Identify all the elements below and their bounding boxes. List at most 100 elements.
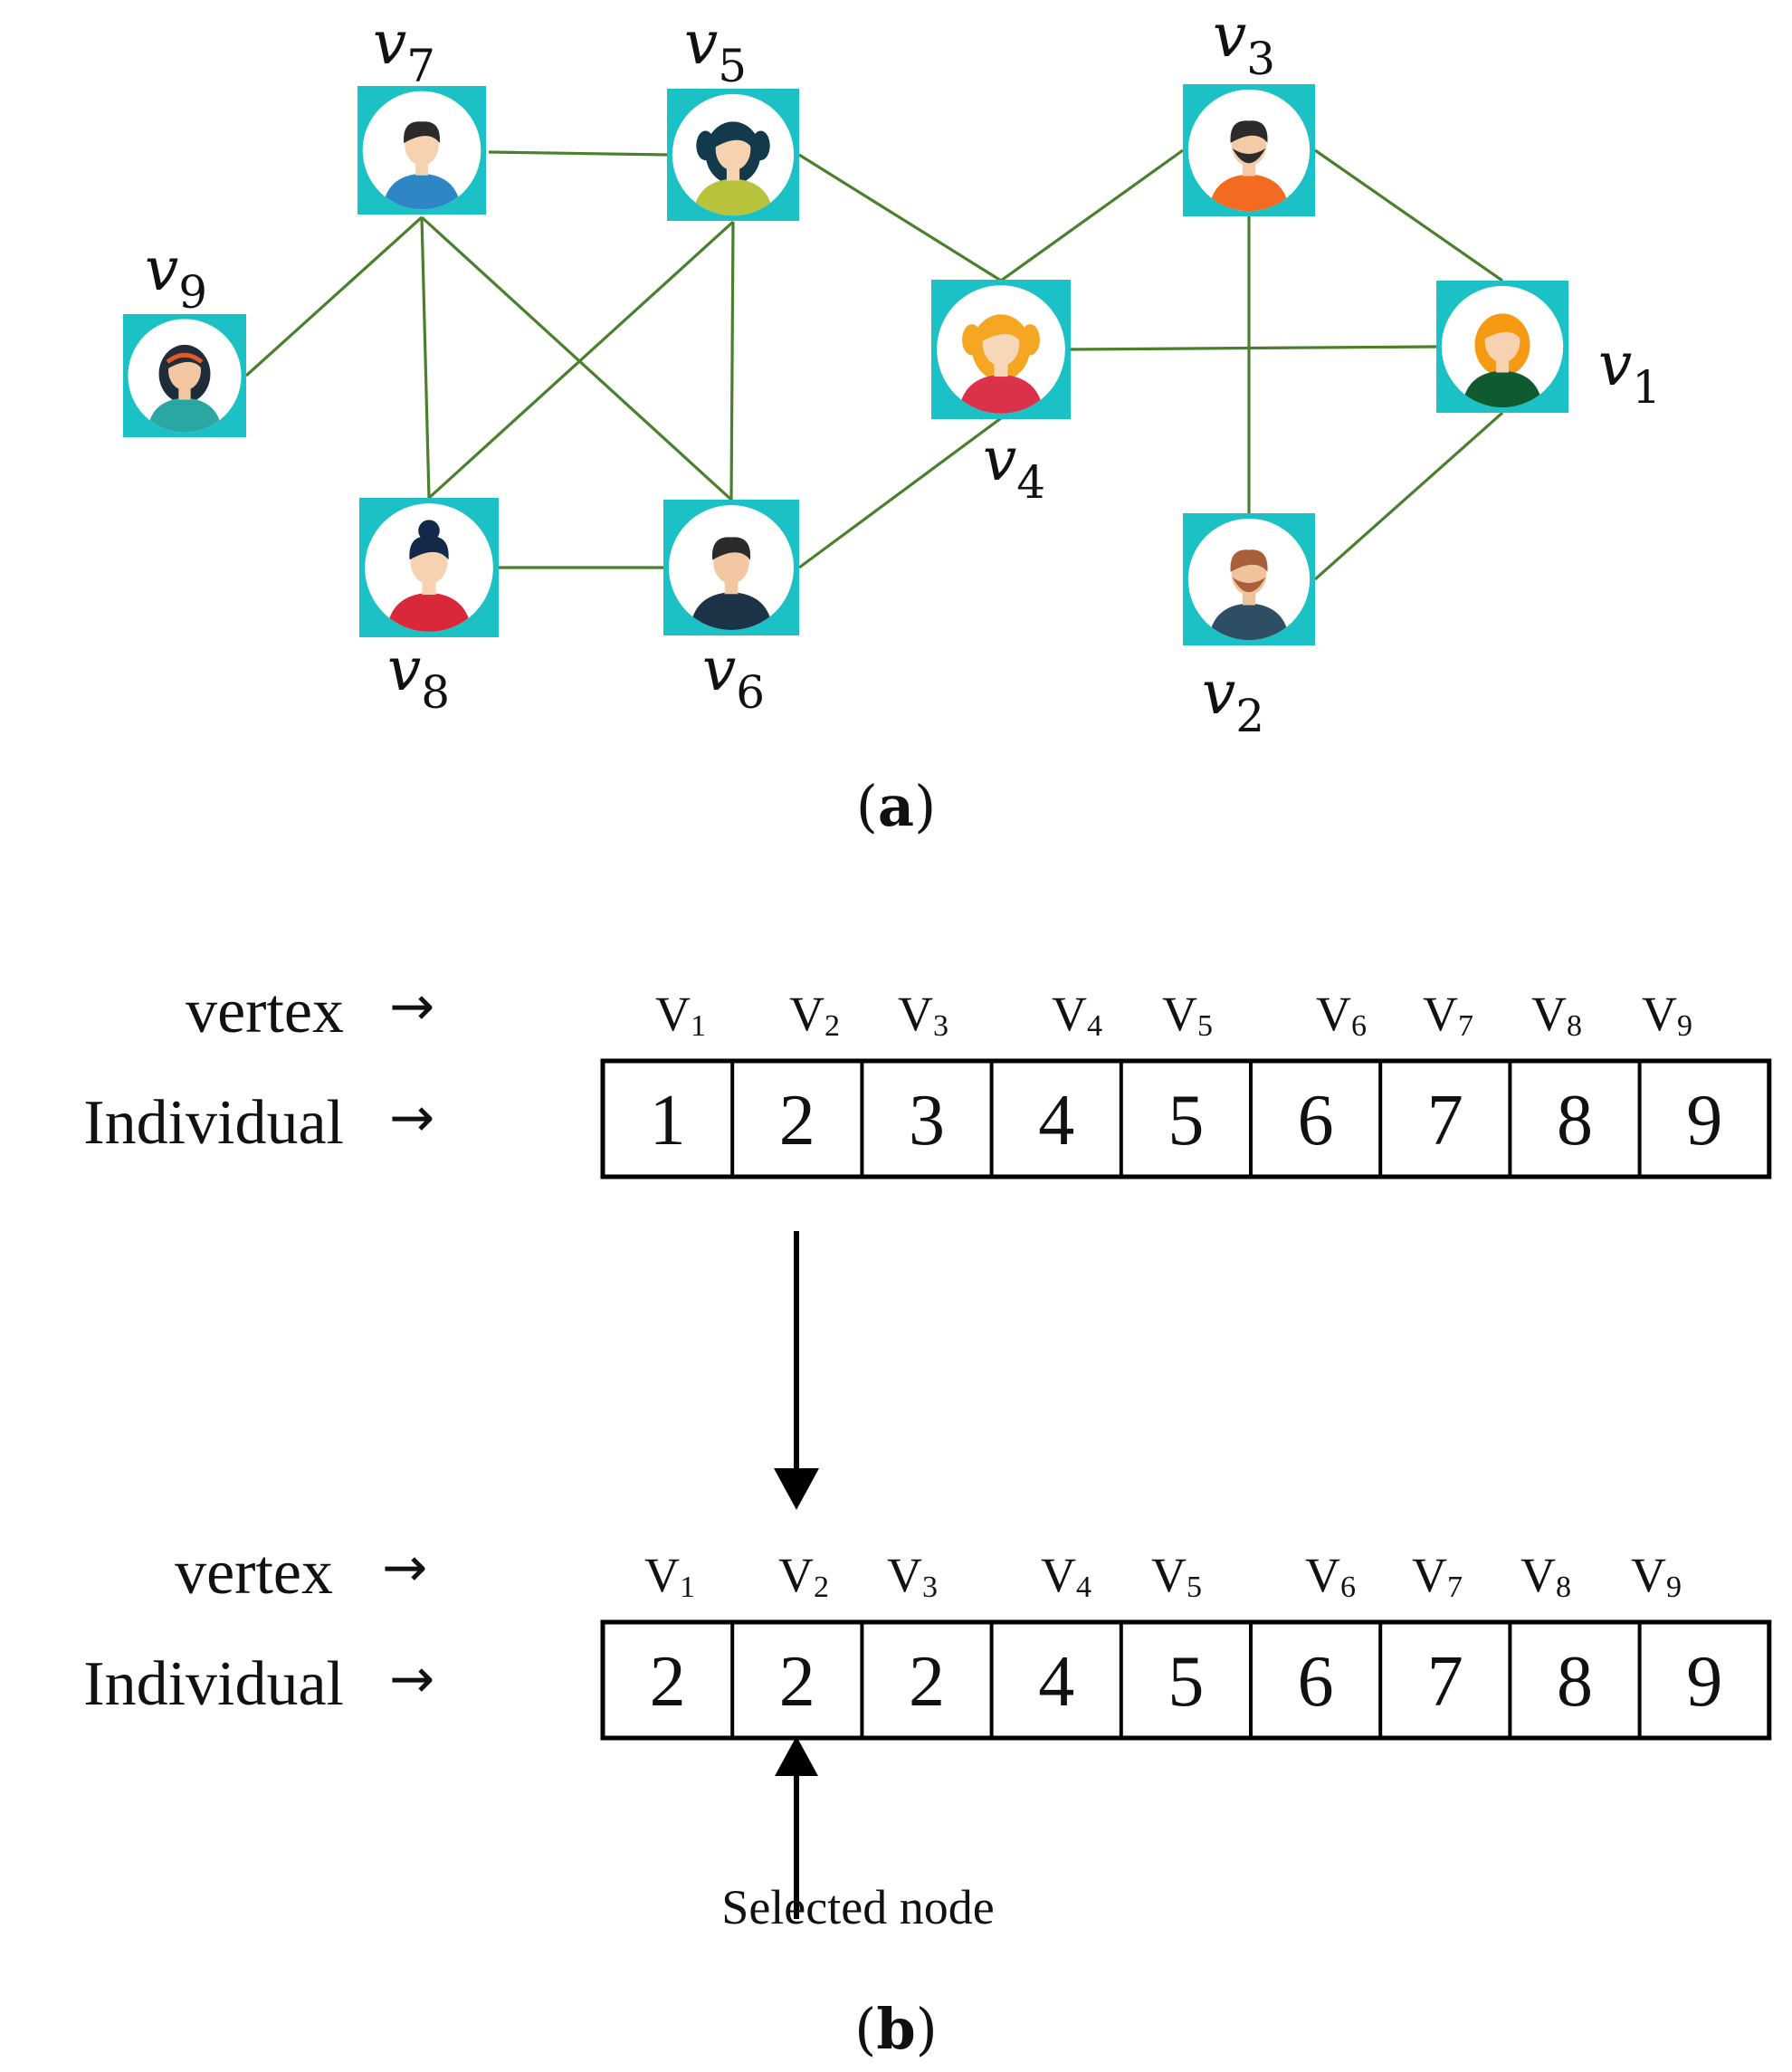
person-woman-orange-hair-green-top-icon <box>1462 313 1543 408</box>
row-label-vertex-bottom: vertex <box>175 1538 333 1608</box>
array-cell-6: 6 <box>1298 1081 1334 1160</box>
node-v1 <box>1436 281 1568 413</box>
vertex-header-8: V8 <box>1520 1548 1571 1604</box>
array-border <box>600 1619 1772 1741</box>
vertex-header-5: V5 <box>1151 1548 1202 1604</box>
edge-v7-v9 <box>244 215 424 377</box>
array-cell-9: 9 <box>1686 1081 1722 1160</box>
vertex-header-2: V2 <box>789 987 840 1043</box>
person-woman-bun-red-top-icon <box>386 520 472 632</box>
vertex-header-2: V2 <box>778 1548 829 1604</box>
node-v6 <box>663 500 799 635</box>
caption-b: (b) <box>854 1996 938 2062</box>
vertex-label-v7: v7 <box>373 8 435 92</box>
person-girl-pigtails-yellow-top-icon <box>692 121 774 216</box>
row-arrow-individual-top: → <box>389 1086 434 1150</box>
vertex-headers-bottom: V1 V2 V3 V4 V5 V6 V7 V8 V9 <box>644 1548 1682 1604</box>
edge-v2-v1 <box>1313 411 1504 581</box>
edge-v7-v5 <box>488 150 669 157</box>
array-cell-4: 4 <box>1038 1081 1074 1160</box>
array-border <box>600 1058 1772 1179</box>
edge-v4-v3 <box>1000 148 1184 282</box>
edge-v6-v4 <box>798 416 1002 569</box>
array-cell-5: 5 <box>1168 1081 1204 1160</box>
row-arrow-individual-bottom: → <box>389 1647 434 1711</box>
vertex-header-3: V3 <box>887 1548 938 1604</box>
vertex-header-3: V3 <box>898 987 948 1043</box>
array-cell-6: 6 <box>1298 1642 1334 1722</box>
edge-v5-v6 <box>729 221 735 501</box>
vertex-header-7: V7 <box>1423 987 1473 1043</box>
node-v8 <box>359 498 499 637</box>
individual-array-before: 1 2 3 4 5 6 7 8 9 <box>600 1058 1772 1179</box>
vertex-label-v5: v5 <box>684 8 747 92</box>
person-man-blue-shirt-icon <box>382 121 462 210</box>
caption-a: (a) <box>856 773 937 839</box>
array-cell-3: 3 <box>909 1081 945 1160</box>
vertex-label-v4: v4 <box>983 425 1045 509</box>
array-cell-4: 4 <box>1038 1642 1074 1722</box>
individual-array-after: 2 2 2 4 5 6 7 8 9 <box>600 1619 1772 1741</box>
array-cell-7: 7 <box>1427 1642 1463 1722</box>
edge-v5-v8 <box>427 220 735 500</box>
vertex-label-v2: v2 <box>1202 658 1264 742</box>
array-cell-2: 2 <box>779 1081 815 1160</box>
person-man-navy-shirt-icon <box>690 537 773 630</box>
array-cell-7: 7 <box>1427 1081 1463 1160</box>
vertex-header-1: V1 <box>644 1548 695 1604</box>
row-label-vertex-top: vertex <box>186 977 344 1046</box>
person-woman-headband-teal-top-icon <box>147 344 223 433</box>
row-label-individual-bottom: Individual <box>83 1649 344 1719</box>
person-girl-pigtails-pink-top-icon <box>958 314 1044 414</box>
vertex-header-9: V9 <box>1642 987 1692 1043</box>
edge-v7-v8 <box>420 216 431 499</box>
node-v4 <box>931 280 1071 419</box>
array-cell-8: 8 <box>1557 1081 1593 1160</box>
vertex-label-v8: v8 <box>387 635 450 719</box>
vertex-header-9: V9 <box>1631 1548 1682 1604</box>
person-man-beard-orange-shirt-icon <box>1208 120 1290 212</box>
array-cell-9: 9 <box>1686 1642 1722 1722</box>
edge-v3-v1 <box>1314 148 1503 282</box>
selected-node-pointer-head <box>775 1736 818 1776</box>
vertex-label-v1: v1 <box>1598 329 1661 414</box>
vertex-header-4: V4 <box>1041 1548 1091 1604</box>
row-label-individual-top: Individual <box>83 1088 344 1158</box>
vertex-header-4: V4 <box>1052 987 1102 1043</box>
vertex-header-1: V1 <box>655 987 706 1043</box>
array-cell-3: 2 <box>909 1642 945 1722</box>
array-cell-2: 2 <box>779 1642 815 1722</box>
vertex-header-6: V6 <box>1305 1548 1356 1604</box>
transition-arrow-head <box>774 1468 819 1510</box>
node-v7 <box>357 86 486 215</box>
edge-v4-v1 <box>1070 345 1437 351</box>
vertex-header-5: V5 <box>1162 987 1213 1043</box>
array-cell-5: 5 <box>1168 1642 1204 1722</box>
vertex-label-v9: v9 <box>145 234 207 319</box>
vertex-labels: v1 v2 v3 v4 v5 v6 v7 v8 v9 <box>145 1 1661 742</box>
edge-v5-v4 <box>798 153 1002 282</box>
graph-nodes <box>123 84 1568 645</box>
node-v3 <box>1183 84 1315 216</box>
person-man-beard-suit-icon <box>1208 549 1290 641</box>
vertex-header-6: V6 <box>1316 987 1367 1043</box>
vertex-label-v6: v6 <box>702 635 765 719</box>
panel-a-network-graph: v1 v2 v3 v4 v5 v6 v7 v8 v9 (a) <box>123 1 1661 839</box>
array-cell-1: 2 <box>650 1642 686 1722</box>
selected-node-label: Selected node <box>721 1880 994 1934</box>
vertex-header-7: V7 <box>1412 1548 1463 1604</box>
array-cell-8: 8 <box>1557 1642 1593 1722</box>
vertex-label-v3: v3 <box>1213 1 1275 85</box>
row-arrow-vertex-bottom: → <box>382 1536 427 1599</box>
node-v5 <box>667 89 799 221</box>
vertex-header-8: V8 <box>1531 987 1582 1043</box>
node-v2 <box>1183 513 1315 645</box>
array-cell-1: 1 <box>650 1081 686 1160</box>
edge-v7-v6 <box>420 215 733 501</box>
vertex-headers-top: V1 V2 V3 V4 V5 V6 V7 V8 V9 <box>655 987 1692 1043</box>
graph-edges <box>244 148 1504 581</box>
row-arrow-vertex-top: → <box>389 975 434 1038</box>
node-v9 <box>123 314 246 437</box>
